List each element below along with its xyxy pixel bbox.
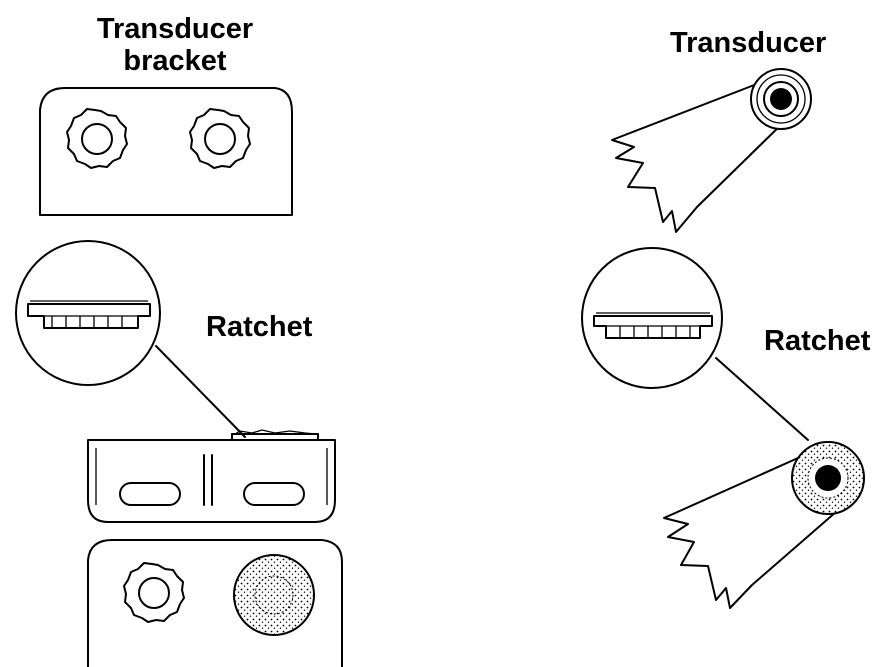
bracket-middle-plate: [87, 429, 336, 523]
transducer-arm-bottom: [663, 441, 865, 609]
ratchet-magnifier-right: [581, 247, 723, 389]
transducer-bracket-label: Transducer bracket: [96, 13, 254, 77]
ratchet-leader-right: [715, 357, 809, 441]
transducer-arm-top: [611, 68, 812, 233]
transducer-label: Transducer: [670, 27, 827, 59]
ratchet-pivot-hole: [815, 465, 841, 491]
ratchet-disc-left: [233, 554, 315, 636]
ratchet-label-right: Ratchet: [764, 325, 871, 357]
transducer-pivot-hole: [770, 88, 792, 110]
gear-knob-left: [66, 108, 128, 169]
transducer-bracket-top: [39, 87, 293, 216]
gear-knob-right: [189, 108, 251, 169]
ratchet-magnifier-left: [15, 240, 161, 386]
ratchet-label-left: Ratchet: [206, 311, 313, 343]
bracket-bottom-plate: [87, 539, 343, 667]
ratchet-leader-left: [155, 345, 246, 438]
